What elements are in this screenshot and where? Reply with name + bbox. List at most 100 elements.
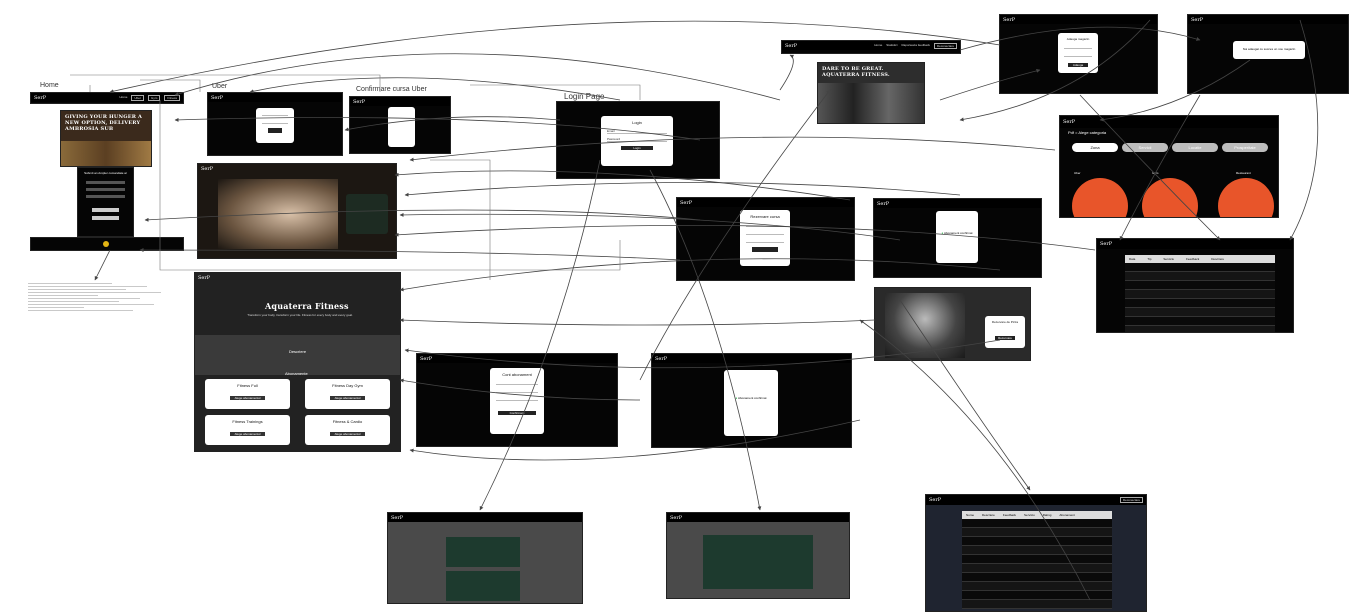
col-rating: Rating (1042, 513, 1052, 517)
stats-title: Pdf = Alege categoria (1068, 130, 1107, 135)
nav-stats[interactable]: Statistici (886, 42, 898, 47)
magazin-card: Adauga magazin Adauga (1058, 33, 1098, 73)
brand-logo: SerP (680, 199, 693, 206)
magazin-added-card: Noi adaugat cu succes un nou magazin (1233, 41, 1305, 59)
home-submit-button[interactable] (92, 208, 119, 212)
confirm-message-text: Abonament confirmat (943, 231, 973, 235)
reservation-title: Rezervare cursa (750, 214, 780, 219)
brand-logo: SerP (391, 514, 404, 521)
plan-name: Fitness Full (237, 383, 258, 388)
nav-uber[interactable]: Uber (131, 94, 144, 101)
login-screen: Login Email Password Login (556, 101, 720, 179)
frame-line (140, 79, 201, 92)
dare-hero: DARE TO BE GREAT. AQUATERRA FITNESS. (817, 62, 925, 124)
table-row (962, 591, 1112, 600)
reservation-card: Rezervare cursa (740, 210, 790, 266)
admin-grid-2: SerP (666, 512, 850, 599)
gym-screen: SerP Aquaterra Fitness Transform your bo… (194, 272, 401, 452)
gym-hero-title: Aquaterra Fitness (265, 301, 349, 311)
subscribe-button[interactable]: Confirmare (498, 411, 536, 415)
magazin-title: Adauga magazin (1066, 37, 1090, 41)
spa-photo (218, 179, 338, 249)
nav-home[interactable]: Home (119, 94, 128, 99)
col-descriere: Descriere (1211, 257, 1225, 261)
confirm-message: ● Abonament confirmat (941, 231, 973, 235)
table-row (1125, 281, 1275, 290)
spa-screen: SerP (197, 163, 397, 259)
brand-logo: SerP (420, 355, 433, 362)
subscribe-screen: SerP Cont abonament Confirmare (416, 353, 618, 447)
pie-chart-1 (1072, 178, 1128, 217)
plan-button[interactable]: Alege abonamentul (230, 432, 265, 436)
brand-logo: SerP (785, 42, 798, 49)
label-home: Home (40, 82, 59, 89)
nav-fitness[interactable]: Fitness (164, 94, 180, 101)
table-row (962, 600, 1112, 609)
pill-zona[interactable]: Zona (1072, 143, 1118, 152)
booking-photo (885, 293, 965, 358)
magazin-button[interactable]: Adauga (1068, 63, 1088, 67)
dare-photo (818, 83, 924, 123)
dare-hero-text: DARE TO BE GREAT. AQUATERRA FITNESS. (822, 66, 890, 78)
home-hero: GIVING YOUR HUNGER A NEW OPTION, DELIVER… (60, 110, 152, 167)
brand-logo: SerP (1191, 16, 1204, 23)
col-data: Data (1129, 257, 1136, 261)
logout-button[interactable]: Deconectare (933, 42, 957, 49)
pill-servicii[interactable]: Servicii (1122, 143, 1168, 152)
gym-about-title: Descriere (288, 349, 307, 354)
booking-button[interactable]: Rezervare (995, 336, 1015, 340)
col-serviciu: Serviciu (1024, 513, 1035, 517)
reservation-button[interactable] (752, 247, 778, 252)
table-row (1125, 308, 1275, 317)
brand-logo: SerP (353, 98, 366, 105)
table-row (1125, 317, 1275, 326)
logout-button[interactable]: Deconectare (1119, 497, 1143, 503)
plan-button[interactable]: Alege abonamentul (230, 396, 265, 400)
pie-label-1: Uber (1074, 171, 1081, 175)
table-row (1125, 263, 1275, 272)
home-field-1[interactable] (86, 181, 125, 184)
table-row (962, 555, 1112, 564)
booking-card: Rezervare de Pizza Rezervare (985, 316, 1025, 348)
grid-block-1 (446, 537, 520, 567)
connector (409, 136, 1056, 162)
login-button[interactable]: Login (621, 146, 653, 150)
table-row (1125, 326, 1275, 332)
subscribe-card: Cont abonament Confirmare (490, 368, 544, 434)
pill-locatie[interactable]: Locatie (1172, 143, 1218, 152)
brand-logo: SerP (1063, 119, 1076, 125)
login-email[interactable]: Email (607, 129, 667, 134)
nav-gym[interactable]: Gym (147, 94, 161, 101)
final-message: ● Abonament confirmat (735, 396, 767, 400)
label-uber: Uber (212, 83, 228, 90)
home-field-3[interactable] (86, 195, 125, 198)
pill-prosperitate[interactable]: Prosperitate (1222, 143, 1268, 152)
plan-button[interactable]: Alege abonamentul (330, 432, 365, 436)
uber-card (256, 108, 294, 143)
spa-panel (346, 194, 388, 234)
magazin-added-message: Noi adaugat cu succes un nou magazin (1242, 47, 1296, 51)
nav-home[interactable]: Home (874, 42, 883, 47)
final-screen: SerP ● Abonament confirmat (651, 353, 852, 448)
table-row (1125, 290, 1275, 299)
plan-name: Fitness Day Gym (332, 383, 363, 388)
plan-button[interactable]: Alege abonamentul (330, 396, 365, 400)
nav-feedback[interactable]: Raporteaza feedback (901, 42, 930, 47)
home-field-2[interactable] (86, 188, 125, 191)
brand-logo: SerP (929, 497, 942, 503)
pie-label-3: Restaurant (1236, 171, 1251, 175)
login-password[interactable]: Password (607, 137, 667, 142)
pie-chart-3 (1218, 178, 1274, 217)
brand-logo: SerP (34, 94, 47, 101)
home-cancel-button[interactable] (92, 216, 119, 220)
table-row (962, 582, 1112, 591)
gym-subs-title: Abonamente (285, 371, 308, 376)
uber-submit-button[interactable] (268, 128, 282, 133)
table-row (962, 564, 1112, 573)
